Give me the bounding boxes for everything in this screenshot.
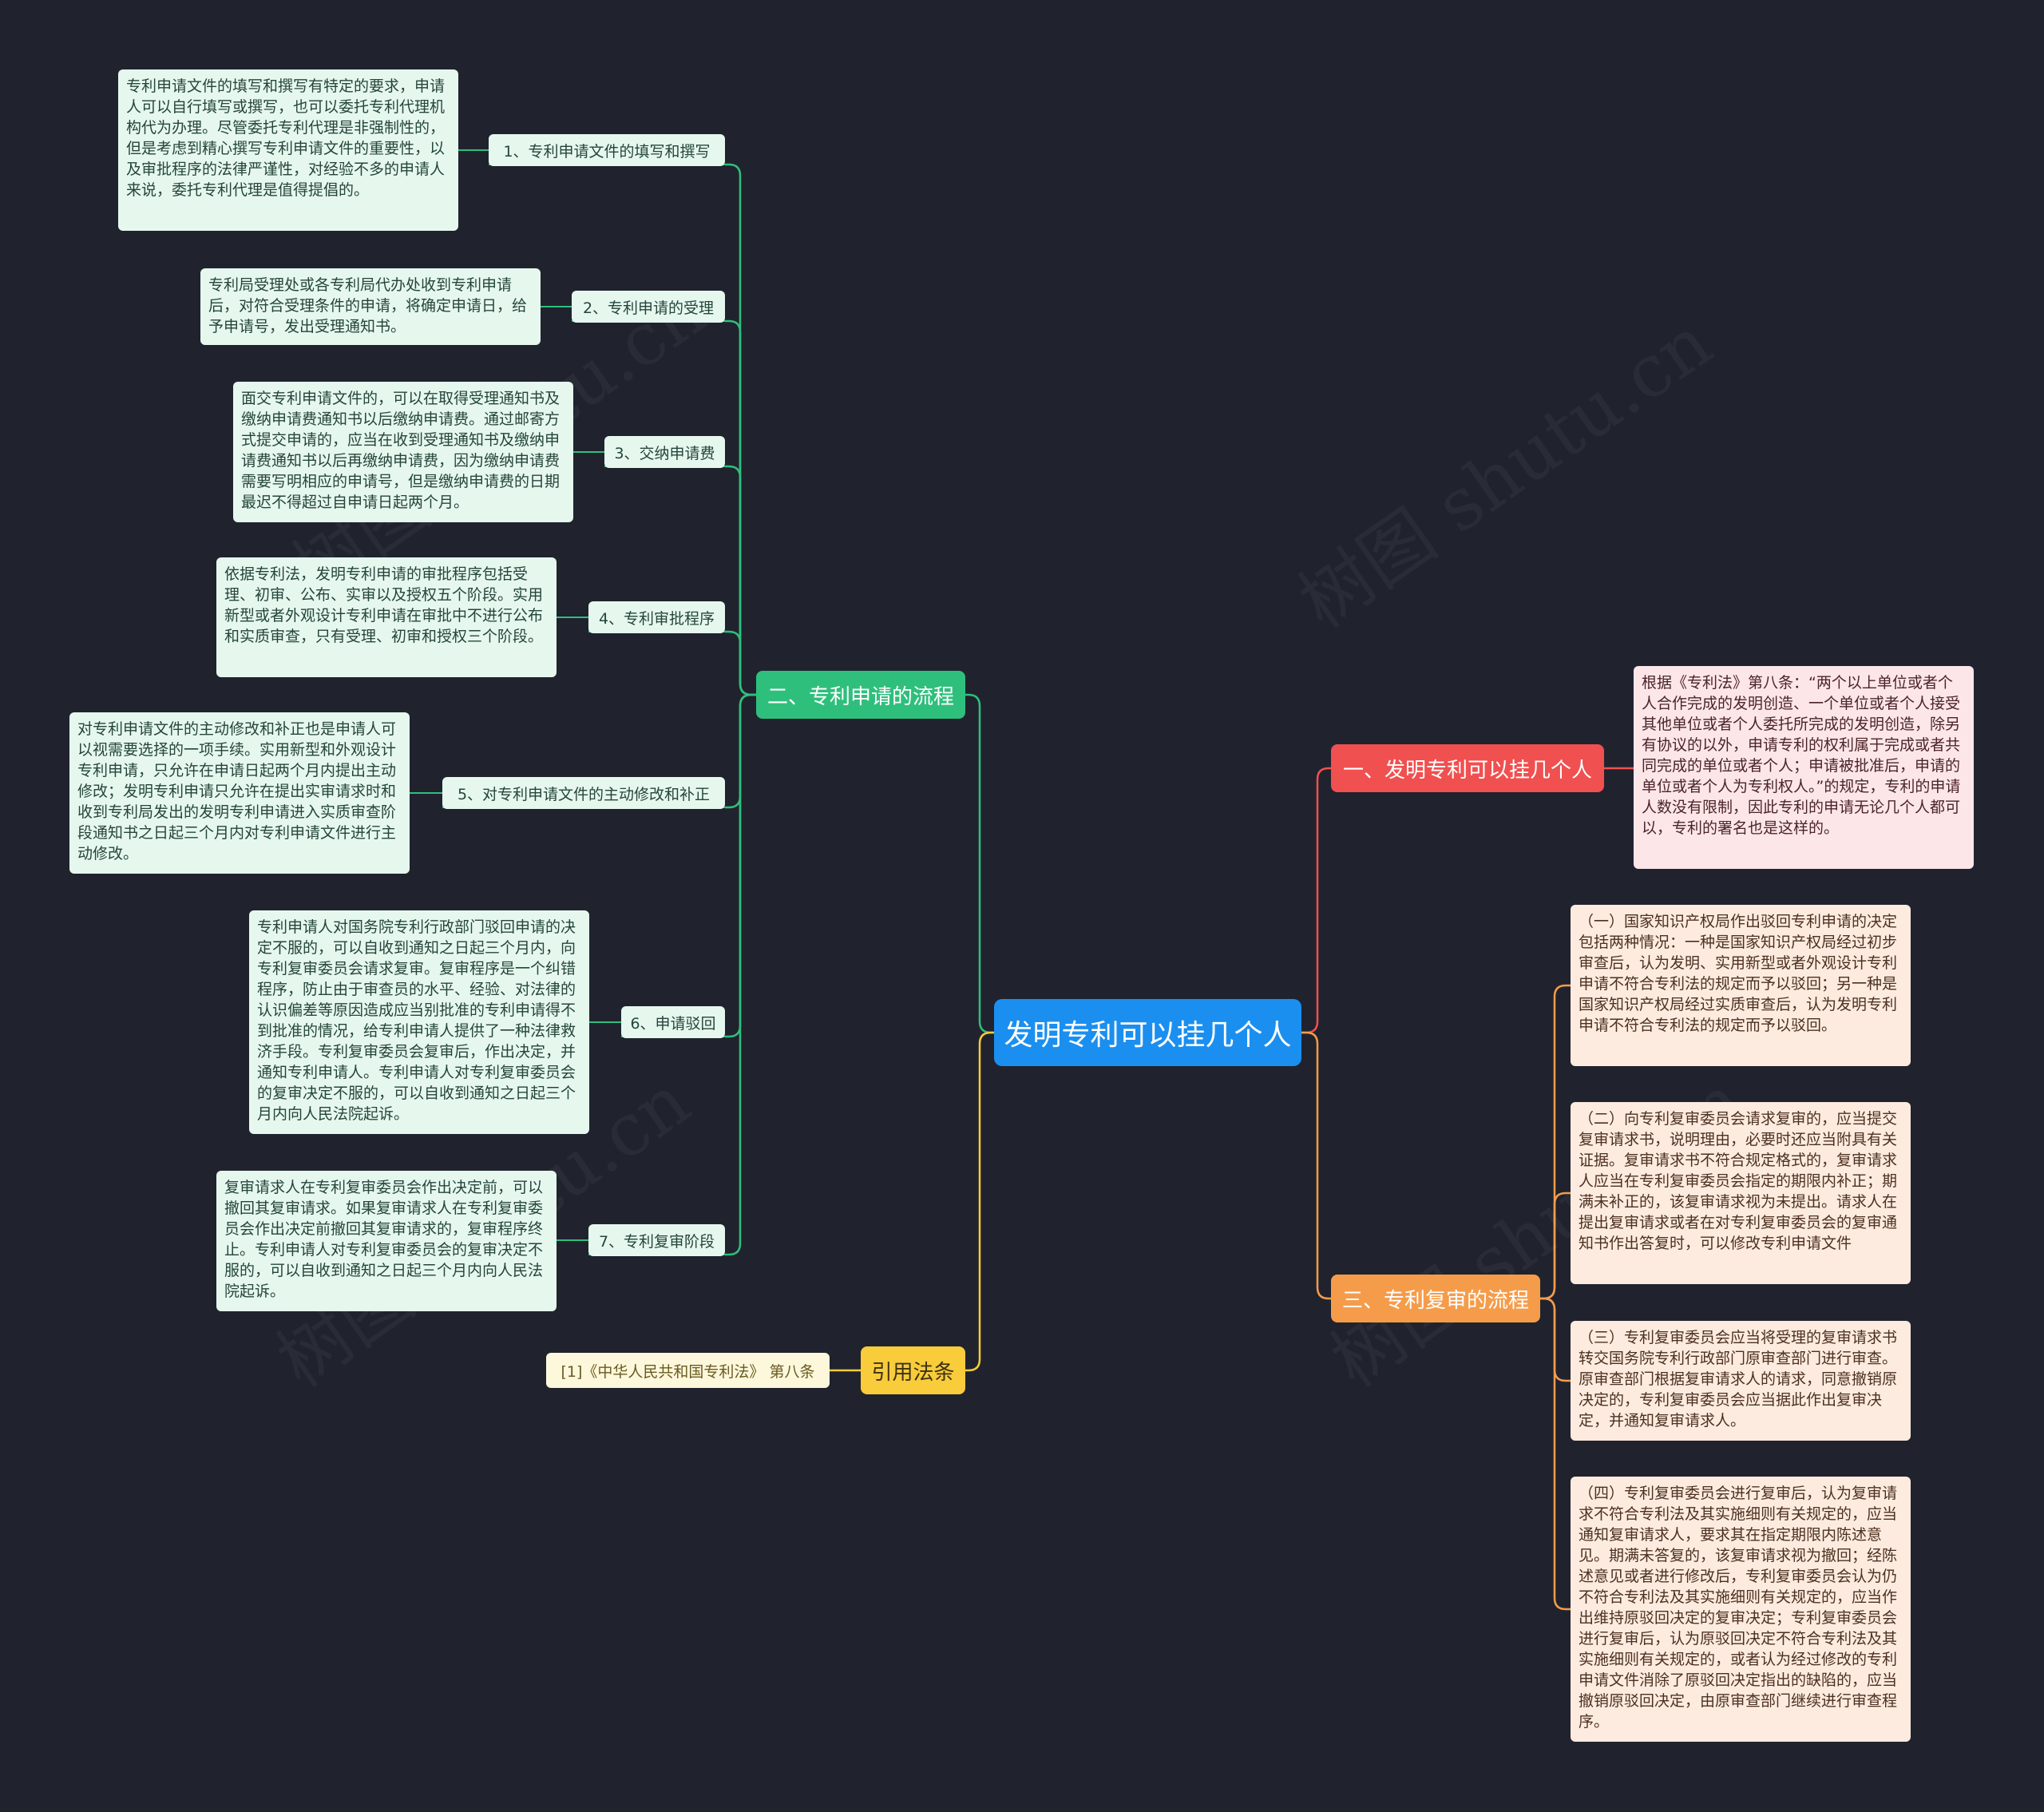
branch-one-leaf: 根据《专利法》第八条：“两个以上单位或者个人合作完成的发明创造、一个单位或者个人… [1634,666,1974,869]
branch-law-topic[interactable]: 引用法条 [861,1346,965,1394]
connector-line [1301,767,1331,1034]
step-6-topic[interactable]: 6、申请驳回 [621,1006,725,1038]
step-3-topic[interactable]: 3、交纳申请费 [604,436,725,468]
connector-line [725,630,756,696]
step-3-leaf: 面交专利申请文件的，可以在取得受理通知书及缴纳申请费通知书以后缴纳申请费。通过邮… [233,382,573,522]
step-6-leaf: 专利申请人对国务院专利行政部门驳回申请的决定不服的，可以自收到通知之日起三个月内… [249,910,589,1134]
step-7-topic[interactable]: 7、专利复审阶段 [588,1224,725,1256]
root-topic[interactable]: 发明专利可以挂几个人 [994,999,1301,1066]
step-2-topic[interactable]: 2、专利申请的受理 [572,291,725,323]
step-1-topic[interactable]: 1、专利申请文件的填写和撰写 [489,134,725,166]
branch-one-topic[interactable]: 一、发明专利可以挂几个人 [1331,744,1604,792]
step-1-leaf: 专利申请文件的填写和撰写有特定的要求，申请人可以自行填写或撰写，也可以委托专利代… [118,69,458,231]
connector-line [1301,1031,1331,1300]
review-step-3-leaf: （三）专利复审委员会应当将受理的复审请求书转交国务院专利行政部门原审查部门进行审… [1571,1321,1911,1441]
branch-law-leaf: [1]《中华人民共和国专利法》 第八条 [546,1353,830,1388]
review-step-4-leaf: （四）专利复审委员会进行复审后，认为复审请求不符合专利法及其实施细则有关规定的，… [1571,1477,1911,1742]
step-4-topic[interactable]: 4、专利审批程序 [588,601,725,633]
branch-two-topic[interactable]: 二、专利申请的流程 [756,671,965,719]
review-step-1-leaf: （一）国家知识产权局作出驳回专利申请的决定包括两种情况：一种是国家知识产权局经过… [1571,905,1911,1066]
branch-three-topic[interactable]: 三、专利复审的流程 [1331,1275,1540,1322]
step-2-leaf: 专利局受理处或各专利局代办处收到专利申请后，对符合受理条件的申请，将确定申请日，… [200,268,541,345]
step-4-leaf: 依据专利法，发明专利申请的审批程序包括受理、初审、公布、实审以及授权五个阶段。实… [216,557,557,677]
connector-line [1540,1297,1571,1611]
connector-line [725,693,756,1256]
connector-line [965,693,994,1034]
step-5-topic[interactable]: 5、对专利申请文件的主动修改和补正 [442,777,725,809]
step-5-leaf: 对专利申请文件的主动修改和补正也是申请人可以视需要选择的一项手续。实用新型和外观… [69,712,410,874]
connector-line [965,1031,994,1372]
step-7-leaf: 复审请求人在专利复审委员会作出决定前，可以撤回其复审请求。如果复审请求人在专利复… [216,1171,557,1311]
review-step-2-leaf: （二）向专利复审委员会请求复审的，应当提交复审请求书，说明理由，必要时还应当附具… [1571,1102,1911,1284]
connector-line [1540,1191,1571,1300]
